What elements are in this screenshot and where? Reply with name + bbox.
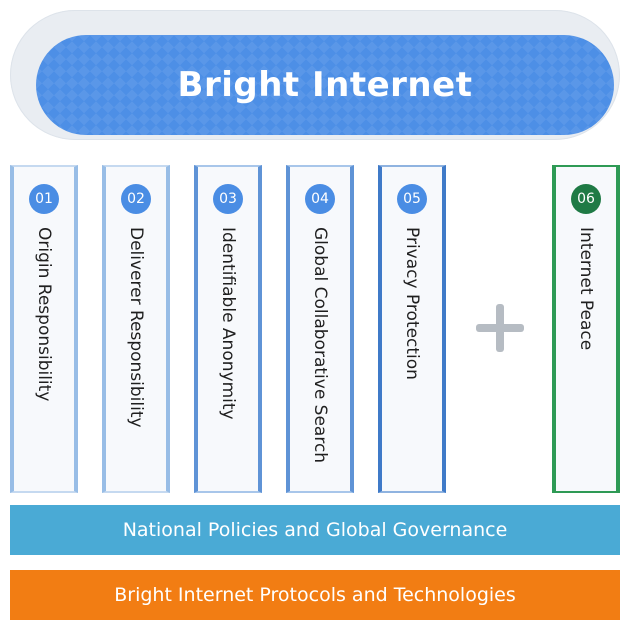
diagram-title: Bright Internet <box>177 65 473 105</box>
plus-icon <box>476 304 524 352</box>
pillar-number-badge: 02 <box>121 184 151 214</box>
pillar-global-collaborative-search: 04 Global Collaborative Search <box>286 165 354 493</box>
pillar-privacy-protection: 05 Privacy Protection <box>378 165 446 493</box>
title-frame: Bright Internet <box>10 10 620 140</box>
policies-bar: National Policies and Global Governance <box>10 505 620 555</box>
pillar-identifiable-anonymity: 03 Identifiable Anonymity <box>194 165 262 493</box>
protocols-bar: Bright Internet Protocols and Technologi… <box>10 570 620 620</box>
protocols-bar-label: Bright Internet Protocols and Technologi… <box>114 584 516 606</box>
pillar-label: Deliverer Responsibility <box>126 227 146 428</box>
pillar-number-badge: 04 <box>305 184 335 214</box>
pillar-internet-peace: 06 Internet Peace <box>552 165 620 493</box>
pillar-label: Origin Responsibility <box>34 227 54 402</box>
pillar-label: Identifiable Anonymity <box>218 227 238 420</box>
pillar-number-badge: 01 <box>29 184 59 214</box>
pillar-deliverer-responsibility: 02 Deliverer Responsibility <box>102 165 170 493</box>
pillar-number-badge: 05 <box>397 184 427 214</box>
pillar-label: Internet Peace <box>576 227 596 351</box>
pillar-label: Privacy Protection <box>402 227 422 380</box>
policies-bar-label: National Policies and Global Governance <box>122 519 508 541</box>
title-pill: Bright Internet <box>36 35 614 135</box>
pillar-origin-responsibility: 01 Origin Responsibility <box>10 165 78 493</box>
pillar-number-badge: 03 <box>213 184 243 214</box>
pillar-number-badge: 06 <box>571 184 601 214</box>
pillar-label: Global Collaborative Search <box>310 227 330 464</box>
